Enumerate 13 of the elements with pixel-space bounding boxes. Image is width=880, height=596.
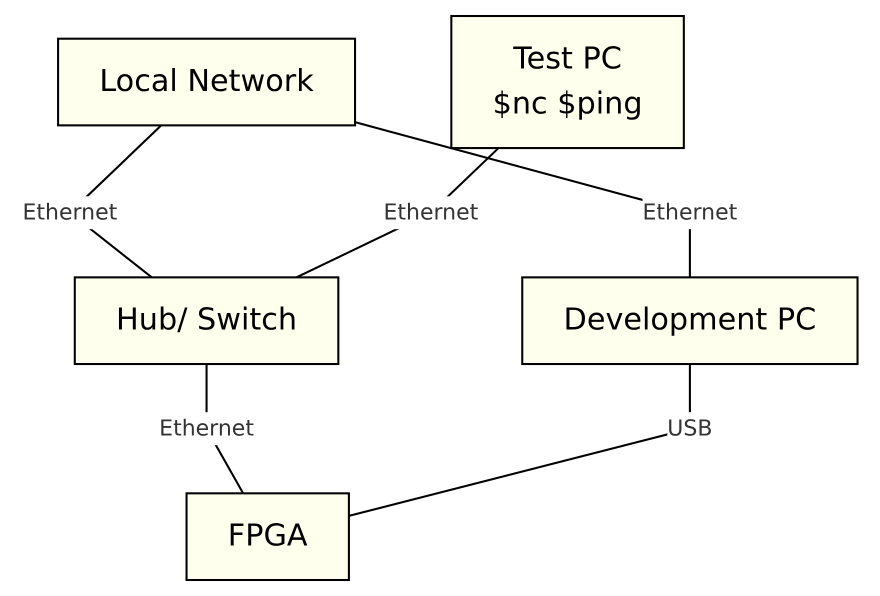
edge-label: Ethernet — [159, 414, 254, 442]
connector — [348, 364, 691, 517]
node-box: Local Network — [57, 38, 356, 126]
connector — [296, 147, 500, 278]
node-box: Hub/ Switch — [74, 276, 340, 366]
connector — [354, 121, 691, 278]
edge-label: Ethernet — [642, 198, 738, 226]
node-box: Test PC $nc $ping — [450, 14, 685, 150]
edge-label: Ethernet — [22, 198, 118, 226]
edge-label: Ethernet — [383, 198, 478, 226]
node-box: FPGA — [186, 492, 350, 582]
edge-label: USB — [667, 414, 712, 442]
node-box: Development PC — [521, 276, 859, 366]
